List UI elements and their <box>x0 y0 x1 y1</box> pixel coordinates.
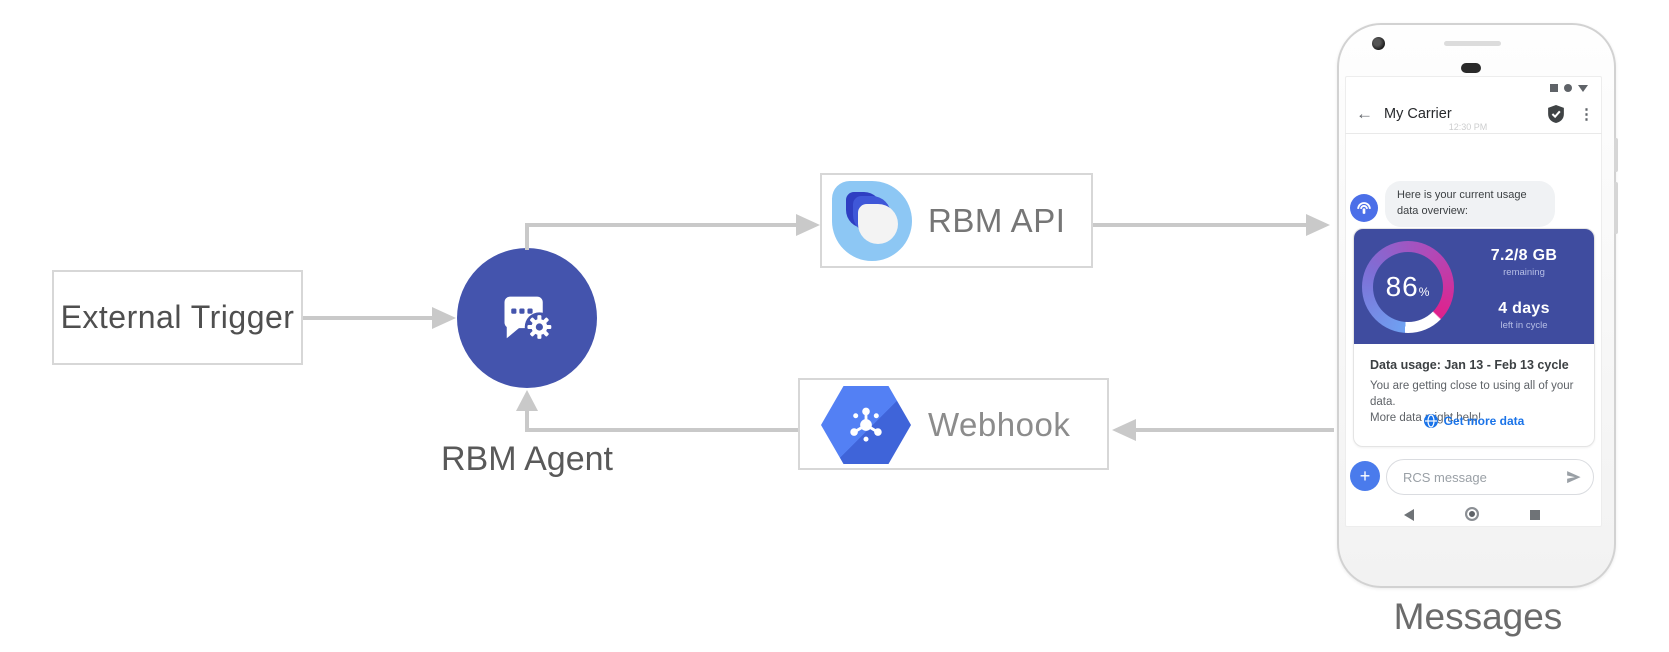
rbm-logo-icon <box>832 181 912 261</box>
arrow-agent-to-api-vline <box>525 225 529 250</box>
usage-card-heading: Data usage: Jan 13 - Feb 13 cycle <box>1370 358 1569 372</box>
globe-icon <box>1423 414 1438 428</box>
speaker-grille <box>1444 41 1501 46</box>
message-input-pill <box>1386 459 1594 495</box>
usage-card-body: Data usage: Jan 13 - Feb 13 cycle You ar… <box>1354 344 1594 426</box>
antenna-icon <box>1357 202 1371 214</box>
messages-caption: Messages <box>1393 596 1563 637</box>
rcs-message-input[interactable] <box>1401 461 1545 493</box>
webhook-label: Webhook <box>928 406 1071 443</box>
rbm-api-label: RBM API <box>928 202 1066 239</box>
arrow-trigger-to-agent-head <box>432 307 456 329</box>
chat-gear-icon <box>504 296 554 342</box>
conversation-timestamp: 12:30 PM <box>1448 122 1488 132</box>
rbm-agent-label: RBM Agent <box>441 440 613 478</box>
send-icon[interactable] <box>1565 469 1582 486</box>
arrow-phone-to-webhook-head <box>1112 419 1136 441</box>
agent-avatar <box>1350 194 1378 222</box>
arrow-webhook-to-agent-head <box>516 390 538 411</box>
back-arrow-icon[interactable]: ← <box>1356 104 1373 123</box>
external-trigger-box: External Trigger <box>52 270 303 365</box>
get-more-data-label: Get more data <box>1443 414 1525 428</box>
days-left-value: 4 days <box>1498 300 1550 317</box>
arrow-webhook-to-agent-line <box>525 428 798 432</box>
gauge-percent-sign: % <box>1418 285 1431 299</box>
phone-volume-button <box>1614 182 1618 234</box>
arrow-phone-to-webhook-line <box>1136 428 1334 432</box>
nav-home-button[interactable] <box>1465 507 1479 521</box>
arrow-agent-to-api-head <box>796 214 820 236</box>
arrow-webhook-to-agent-vline <box>525 411 529 432</box>
nav-back-button[interactable] <box>1404 509 1414 521</box>
rbm-agent-node <box>457 248 597 388</box>
usage-rich-card: 86% 7.2/8 GB remaining 4 days left in cy… <box>1353 228 1595 447</box>
phone-power-button <box>1614 138 1618 172</box>
arrow-api-to-phone-head <box>1306 214 1330 236</box>
gauge-percent: 86 <box>1385 271 1419 302</box>
plus-icon: + <box>1359 465 1371 486</box>
data-remaining-value: 7.2/8 GB <box>1490 247 1558 264</box>
status-battery-icon <box>1578 85 1588 92</box>
status-signal-icon <box>1550 84 1558 92</box>
webhook-hexagon-icon <box>821 386 911 464</box>
external-trigger-label: External Trigger <box>60 299 295 335</box>
arrow-api-to-phone-line <box>1093 223 1307 227</box>
nav-recents-button[interactable] <box>1530 510 1540 520</box>
conversation-title: My Carrier <box>1384 106 1452 122</box>
get-more-data-button[interactable]: Get more data <box>1354 414 1594 428</box>
bot-message-bubble: Here is your current usage data overview… <box>1385 181 1555 227</box>
days-left-label: left in cycle <box>1500 320 1548 331</box>
attach-plus-button[interactable]: + <box>1350 461 1380 491</box>
front-camera <box>1372 37 1385 50</box>
verified-shield-icon <box>1548 105 1564 123</box>
usage-gauge: 86% <box>1362 241 1454 333</box>
usage-card-body-line1: You are getting close to using all of yo… <box>1370 380 1574 409</box>
status-dot-icon <box>1564 84 1572 92</box>
data-remaining-label: remaining <box>1503 267 1545 278</box>
earpiece <box>1461 63 1481 73</box>
arrow-trigger-to-agent-line <box>303 316 434 320</box>
usage-card-header: 86% 7.2/8 GB remaining 4 days left in cy… <box>1354 229 1594 344</box>
header-divider <box>1345 133 1602 134</box>
overflow-menu-icon[interactable]: ⋮ <box>1579 106 1594 123</box>
arrow-agent-to-api-line <box>525 223 797 227</box>
